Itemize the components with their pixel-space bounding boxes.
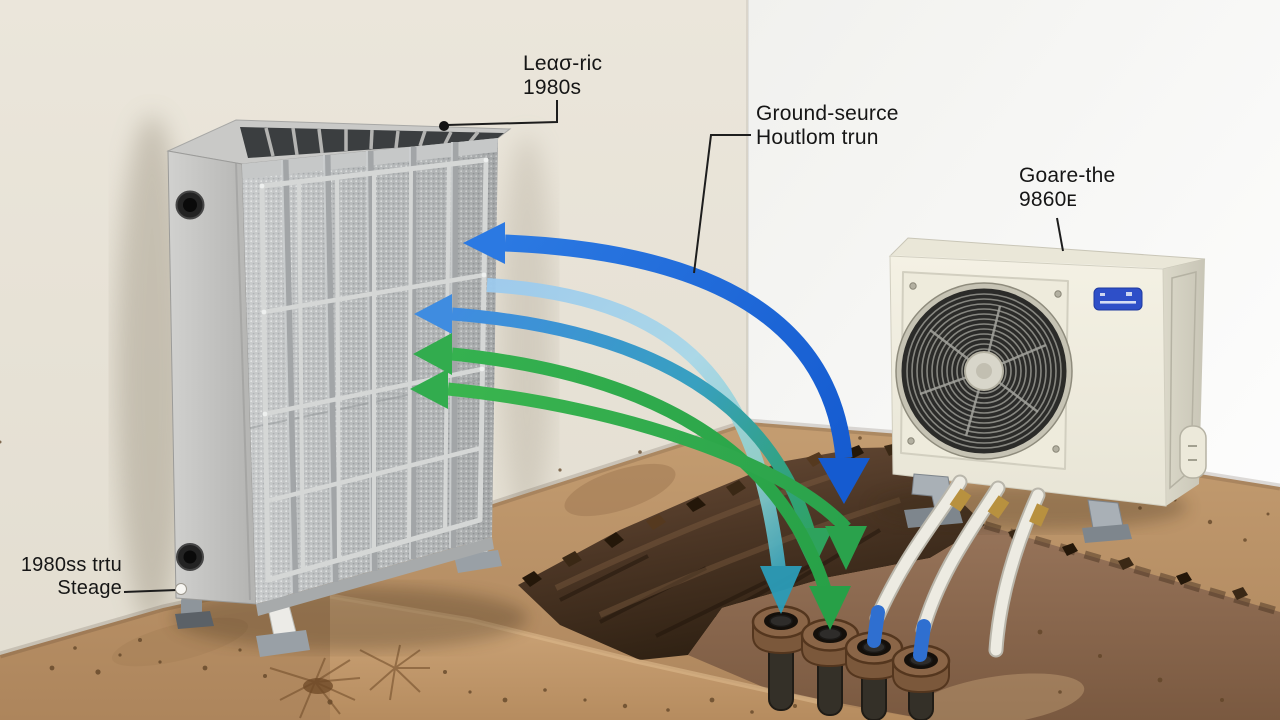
heat-pump-unit — [888, 237, 1207, 507]
wall-shadow-right — [500, 135, 554, 525]
label-line: Steage — [57, 577, 122, 599]
label-line: Ground-seurce — [756, 102, 899, 125]
fan-grille-rings — [906, 293, 1062, 449]
radiator-guard-screws — [259, 157, 489, 417]
ground-loop-pipes — [867, 474, 1049, 662]
soil-clump — [303, 678, 333, 694]
ground-scratch-marks — [269, 644, 430, 719]
heat-flow-arrow-green-2 — [410, 369, 867, 570]
heat-flow-arrows — [410, 222, 870, 630]
heat-pump-valve-cover — [1179, 425, 1207, 479]
label-line: Goare-the — [1019, 164, 1116, 187]
label-line: Leασ-ric — [523, 52, 603, 75]
soil-patch — [564, 463, 676, 517]
trench-pit — [518, 447, 985, 660]
radiator — [166, 119, 512, 657]
borehole — [751, 605, 811, 711]
heat-flow-arrow-blue-light — [486, 278, 802, 614]
fan-outer-rim — [896, 283, 1072, 459]
radiator-wire-guard — [259, 157, 489, 583]
brand-badge — [1093, 287, 1143, 311]
leader-dot-white — [175, 583, 187, 595]
pipe — [990, 489, 1044, 656]
radiator-foot — [175, 611, 214, 629]
heat-flow-arrow-green-1 — [413, 333, 851, 630]
pipe-fitting-blue — [867, 605, 885, 648]
radiator-knob-top — [175, 190, 205, 220]
label-old-heater-top: Leασ-ric 1980s — [523, 52, 602, 100]
callout-leaders — [123, 100, 1064, 593]
label-heat-pump: Goare-the 9860ᴇ — [1019, 164, 1115, 212]
heat-pump-fan — [895, 282, 1073, 460]
leader-old-heater-top — [446, 100, 558, 126]
fan-panel-screws — [907, 282, 1062, 453]
label-heat-flow: Ground-seurce Houtlom trun — [756, 102, 899, 150]
pipe — [871, 476, 966, 624]
label-line: 9860ᴇ — [1019, 188, 1078, 211]
fan-outer-ring — [895, 282, 1073, 460]
leader-heat-pump — [1056, 217, 1064, 252]
heat-flow-arrow-blue-dark — [463, 222, 870, 504]
pipe-fitting-blue — [913, 619, 931, 662]
borehole — [844, 631, 904, 720]
fan-hub-center — [976, 363, 992, 379]
wall-corner-edge — [746, 0, 749, 430]
pipe — [917, 482, 1004, 636]
radiator-bottom-frame — [256, 537, 494, 616]
label-old-heater-base: 1980ss trtu Steage — [20, 554, 122, 600]
radiator-side-crease — [235, 162, 251, 601]
label-line: 1980ss trtu — [20, 554, 122, 576]
leader-heat-flow — [693, 134, 751, 274]
brass-couplings — [949, 488, 1049, 527]
label-line: Houtlom trun — [756, 126, 879, 149]
soil-patch — [915, 673, 1085, 720]
heat-pump-foot-base — [1082, 524, 1132, 543]
leader-dot-black — [439, 121, 449, 131]
radiator-foot — [256, 630, 310, 657]
leader-old-heater-base — [123, 589, 178, 593]
radiator-knob-bottom — [176, 543, 204, 571]
valve-cover-glyphs — [1188, 445, 1197, 461]
label-line: 1980s — [523, 76, 582, 99]
borehole — [800, 618, 860, 716]
trench-highlights — [554, 467, 901, 618]
